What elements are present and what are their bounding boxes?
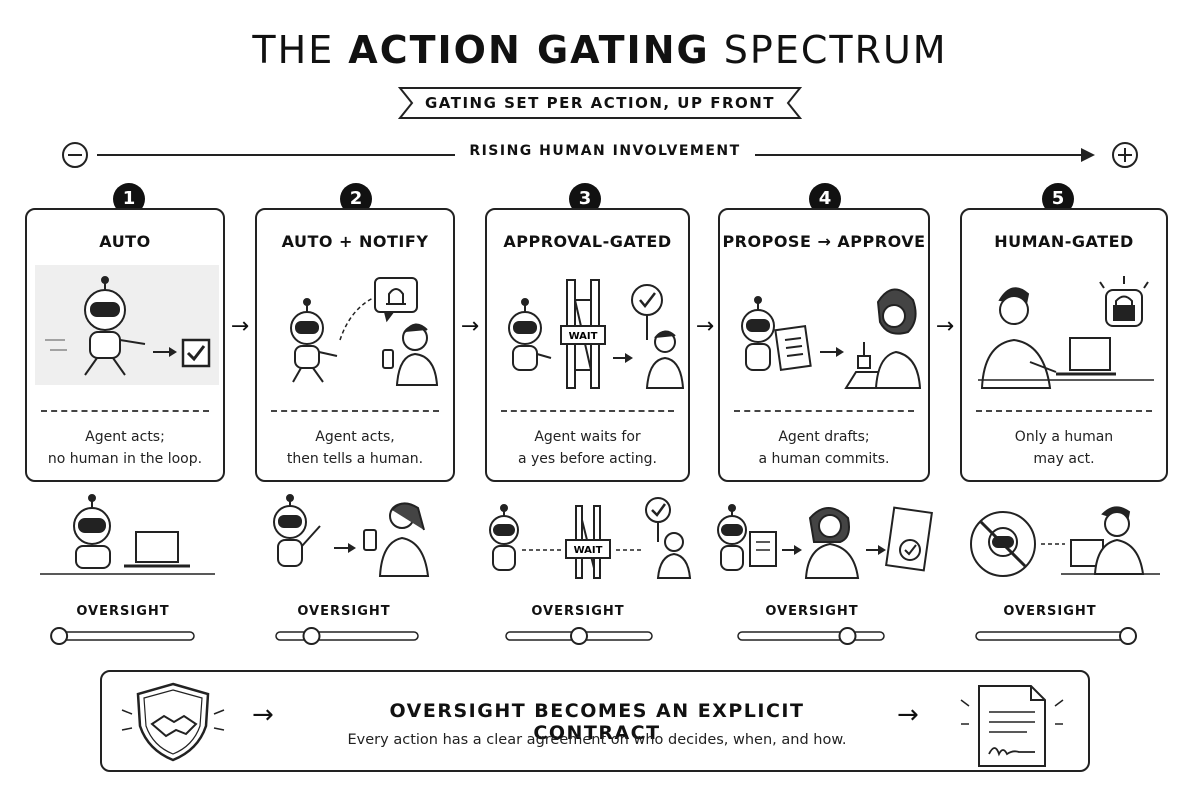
banner-text: GATING SET PER ACTION, UP FRONT bbox=[424, 94, 776, 112]
stage-2-illustration bbox=[290, 277, 439, 386]
slider-knob bbox=[302, 627, 321, 645]
robot-icon bbox=[73, 494, 111, 569]
stage-2-mini-illustration bbox=[273, 494, 430, 577]
stage-5-oversight-label: OVERSIGHT bbox=[1003, 604, 1097, 619]
wait-tag: WAIT bbox=[569, 331, 598, 342]
stage-1-oversight-slider bbox=[50, 627, 195, 645]
page-title: THE ACTION GATING SPECTRUM bbox=[252, 28, 948, 72]
laptop-icon bbox=[1056, 337, 1116, 376]
stage-1-oversight-label: OVERSIGHT bbox=[76, 604, 170, 619]
phone-icon bbox=[382, 349, 394, 369]
document-icon bbox=[749, 531, 777, 567]
robot-icon bbox=[741, 296, 775, 371]
arrow-right-icon: → bbox=[460, 314, 480, 339]
stage-4-oversight-slider bbox=[737, 627, 885, 645]
approved-document-icon bbox=[885, 506, 933, 572]
slider-knob bbox=[50, 627, 69, 645]
stage-4-illustration bbox=[741, 288, 922, 389]
check-sign-icon bbox=[645, 497, 671, 523]
stage-3-oversight-label: OVERSIGHT bbox=[531, 604, 625, 619]
stage-1-title: AUTO bbox=[99, 232, 151, 251]
phone-icon bbox=[363, 529, 377, 551]
stage-3-card: APPROVAL-GATED WAIT bbox=[485, 208, 690, 482]
check-sign-icon bbox=[631, 284, 663, 340]
contract-box: → OVERSIGHT BECOMES AN EXPLICIT CONTRACT… bbox=[100, 670, 1090, 772]
slider-knob bbox=[1119, 627, 1137, 645]
wait-tag: WAIT bbox=[574, 545, 603, 556]
laptop-icon bbox=[135, 531, 179, 563]
slider-track bbox=[275, 631, 419, 641]
stage-5-card: HUMAN-GATED Only a human may act. bbox=[960, 208, 1168, 482]
human-icon bbox=[1093, 506, 1145, 575]
slider-track bbox=[737, 631, 885, 641]
stage-4-card: PROPOSE → APPROVE Agent drafts; bbox=[718, 208, 930, 482]
stage-5-oversight-slider bbox=[975, 627, 1137, 645]
stage-2-oversight-slider bbox=[275, 627, 419, 645]
stage-2-oversight-label: OVERSIGHT bbox=[297, 604, 391, 619]
robot-icon bbox=[717, 504, 747, 571]
human-icon bbox=[804, 507, 860, 579]
bell-icon bbox=[374, 277, 418, 323]
arrow-right-icon: → bbox=[695, 314, 715, 339]
robot-icon bbox=[273, 494, 321, 567]
stage-2-title: AUTO + NOTIFY bbox=[281, 232, 429, 251]
stage-3-title: APPROVAL-GATED bbox=[503, 232, 672, 251]
axis-label: RISING HUMAN INVOLVEMENT bbox=[455, 143, 755, 159]
lock-icon bbox=[1099, 276, 1149, 327]
stage-1-illustration bbox=[35, 265, 219, 385]
robot-icon bbox=[508, 298, 552, 371]
robot-icon bbox=[84, 276, 146, 376]
stage-4-oversight-label: OVERSIGHT bbox=[765, 604, 859, 619]
slider-knob bbox=[570, 627, 588, 645]
stage-4-title: PROPOSE → APPROVE bbox=[722, 232, 926, 251]
no-robot-icon bbox=[970, 511, 1036, 577]
stage-5-illustration bbox=[978, 276, 1154, 389]
robot-icon bbox=[290, 298, 338, 383]
checkbox-icon bbox=[181, 338, 211, 368]
human-icon bbox=[645, 330, 684, 389]
signed-document-icon bbox=[960, 685, 1064, 767]
human-icon bbox=[980, 287, 1057, 389]
stage-3-oversight-slider bbox=[505, 627, 653, 645]
arrow-right-icon: → bbox=[897, 700, 919, 730]
stage-4-mini-illustration bbox=[717, 504, 933, 579]
arrow-right-icon: → bbox=[252, 700, 274, 730]
human-icon bbox=[874, 288, 922, 389]
stage-1-card: AUTO Agent acts; no human in the loop. bbox=[25, 208, 225, 482]
arrow-right-icon: → bbox=[935, 314, 955, 339]
stage-3-illustration: WAIT bbox=[508, 279, 684, 389]
human-icon bbox=[378, 502, 430, 577]
contract-title: OVERSIGHT BECOMES AN EXPLICIT CONTRACT bbox=[389, 700, 805, 744]
stage-1-mini-illustration bbox=[40, 494, 215, 575]
robot-icon bbox=[489, 504, 519, 571]
handshake-shield-icon bbox=[121, 682, 225, 762]
stage-5-mini-illustration bbox=[970, 506, 1160, 577]
stage-5-title: HUMAN-GATED bbox=[994, 232, 1134, 251]
human-icon bbox=[382, 323, 439, 386]
slider-track bbox=[975, 631, 1137, 641]
arrow-right-icon: → bbox=[230, 314, 250, 339]
document-icon bbox=[774, 324, 812, 372]
banner-ribbon bbox=[398, 87, 802, 119]
stage-3-mini-illustration: WAIT bbox=[489, 497, 692, 579]
slider-track bbox=[51, 631, 195, 641]
stage-2-card: AUTO + NOTIFY Agent acts, then tells a h bbox=[255, 208, 455, 482]
slider-knob bbox=[838, 627, 857, 645]
contract-subtitle: Every action has a clear agreement on wh… bbox=[347, 732, 847, 748]
